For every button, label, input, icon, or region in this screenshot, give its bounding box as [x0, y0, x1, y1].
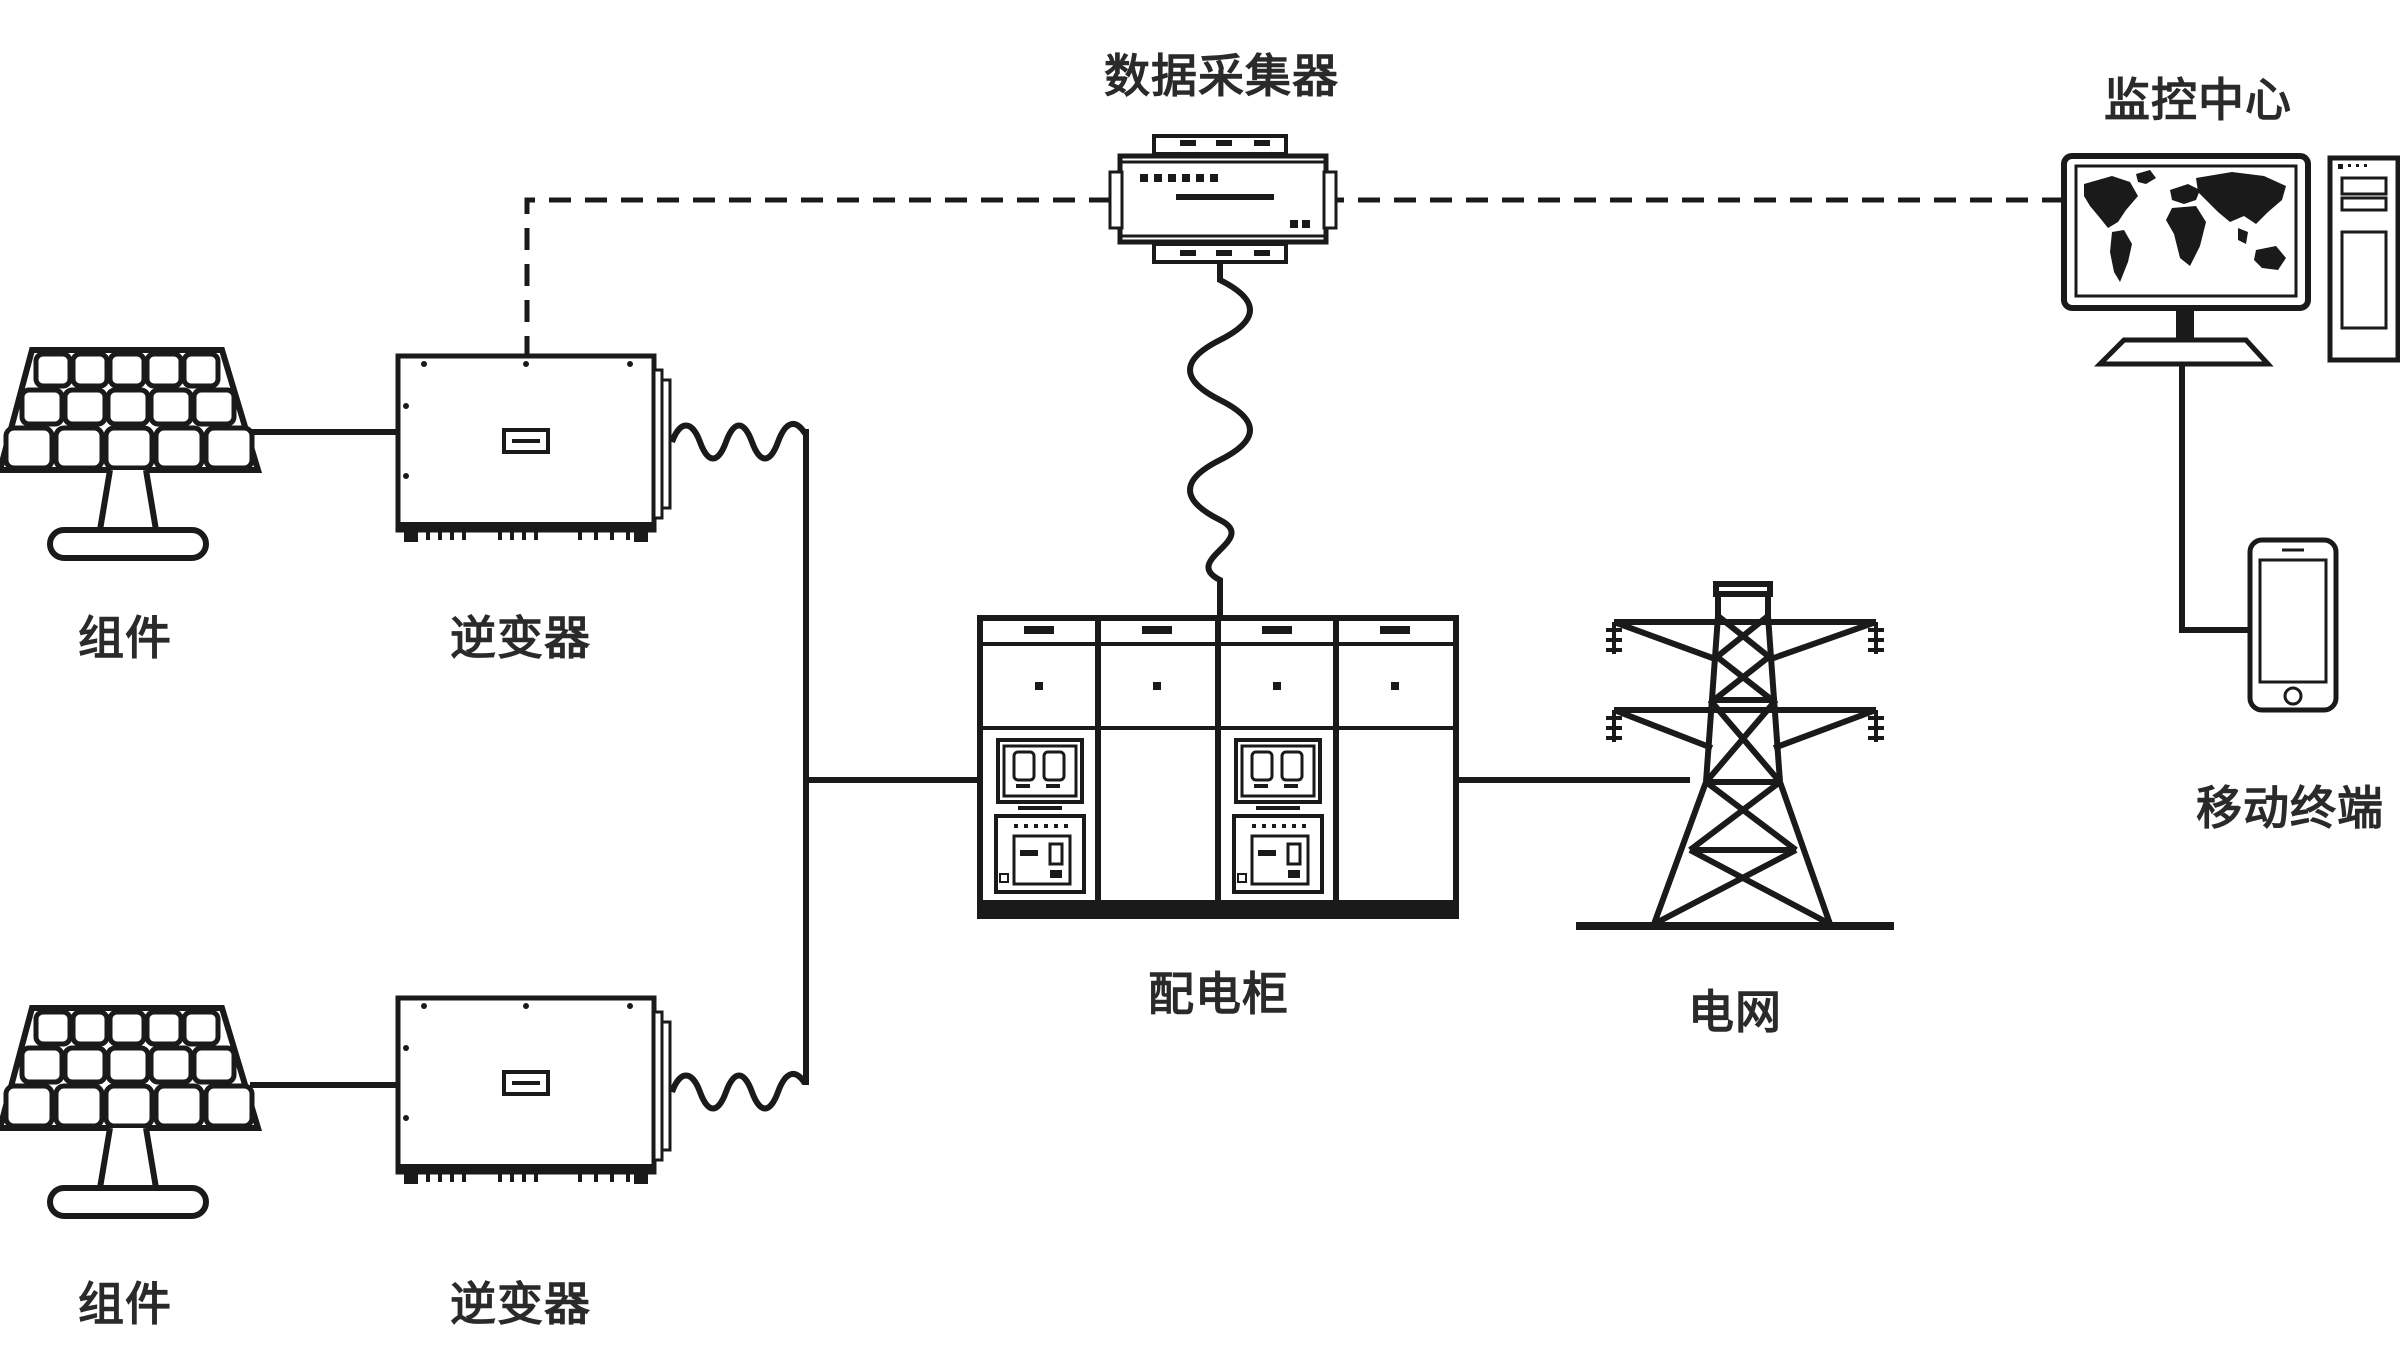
mobile-terminal-label: 移动终端 [2196, 781, 2384, 835]
inverter-top-icon [398, 356, 670, 542]
data-collector-label: 数据采集器 [1104, 49, 1339, 103]
solar-panel-bottom-icon [0, 1008, 258, 1216]
monitor-center-label: 监控中心 [2104, 73, 2292, 127]
inverter-top-label: 逆变器 [450, 611, 591, 665]
inverter-bottom-icon [398, 998, 670, 1184]
data-collector-icon [1108, 134, 1338, 264]
dashed-data-lines [524, 197, 2068, 358]
solar-panel-top-icon [0, 350, 258, 558]
panel-top-label: 组件 [78, 611, 172, 665]
monitor-center-icon [2061, 153, 2400, 367]
panel-bottom-label: 组件 [78, 1277, 172, 1331]
inverter-bottom-label: 逆变器 [450, 1277, 591, 1331]
distribution-cabinet-icon [977, 615, 1459, 919]
mobile-phone-icon [2247, 537, 2339, 713]
connection-lines [250, 264, 2250, 1112]
distribution-cabinet-label: 配电柜 [1148, 967, 1289, 1021]
power-grid-label: 电网 [1688, 985, 1782, 1039]
power-tower-icon [1576, 581, 1894, 930]
